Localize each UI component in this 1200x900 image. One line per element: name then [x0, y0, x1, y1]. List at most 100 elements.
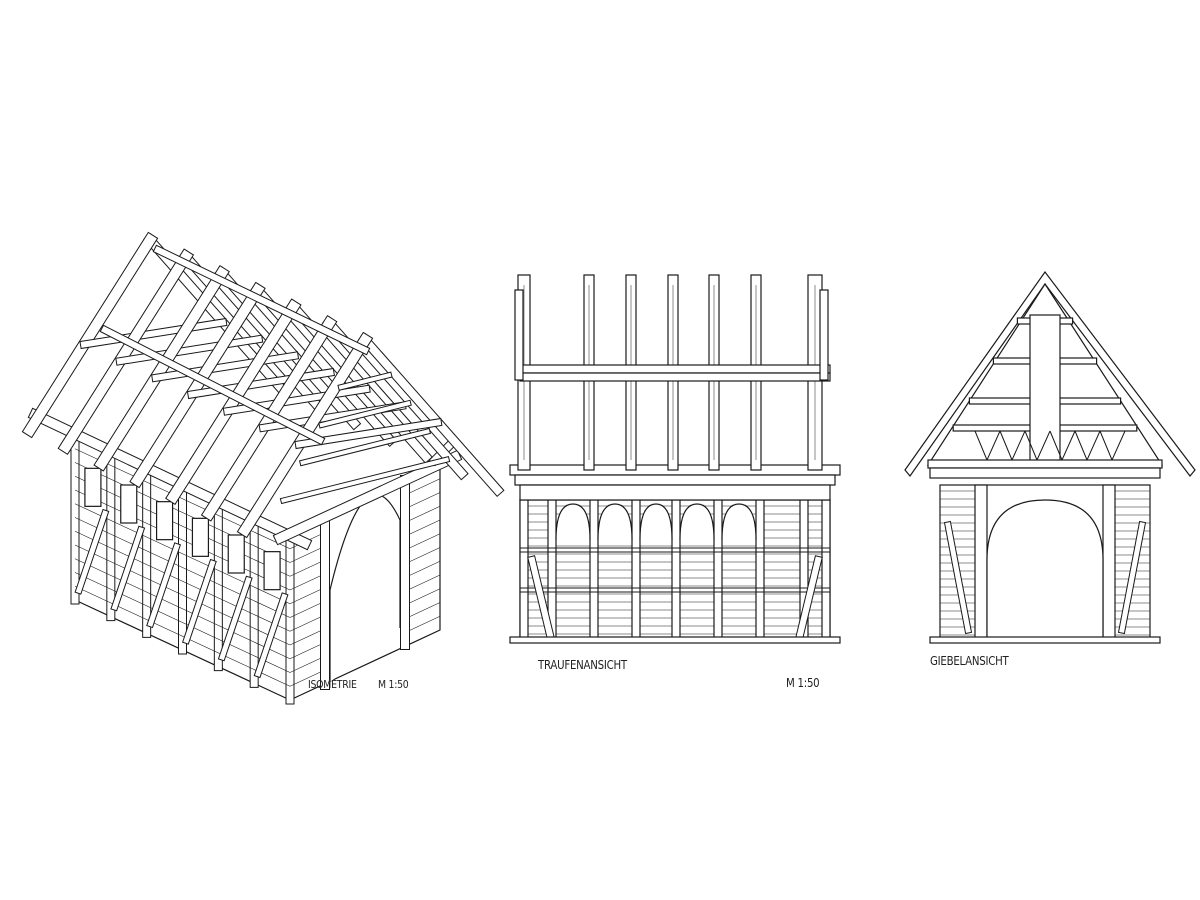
gable-elevation-view — [904, 270, 1196, 644]
rafter-left-fill — [94, 266, 229, 471]
gable-rail-fill — [319, 400, 411, 428]
window-opening — [155, 501, 174, 541]
gable-brace — [1111, 430, 1126, 461]
isometric-title: ISOMETRIE — [308, 678, 357, 691]
diagonal-brace-fill — [183, 560, 216, 644]
wall-post — [631, 499, 641, 641]
weatherboard — [409, 574, 441, 590]
gable-brace — [999, 430, 1013, 461]
king-post — [1029, 314, 1061, 466]
weatherboard — [409, 478, 441, 494]
collar-beam-fill — [116, 335, 263, 365]
weatherboard — [409, 615, 441, 631]
gable-rail-fill — [300, 429, 430, 466]
rafter-left-fill — [130, 283, 265, 487]
ridge-purlin-fill — [153, 245, 370, 355]
weatherboard — [74, 448, 291, 550]
rafter-right-fill — [359, 334, 504, 496]
wall-post — [589, 499, 599, 641]
eave-elevation-title: TRAUFENANSICHT — [538, 658, 627, 672]
head-brace-arch — [721, 503, 757, 541]
diagonal-brace-fill — [796, 556, 822, 639]
wall-post — [671, 499, 681, 641]
weatherboard — [74, 489, 291, 591]
weatherboard — [74, 558, 291, 660]
window-opening — [191, 517, 210, 557]
weatherboard — [289, 630, 321, 646]
weatherboard — [409, 533, 441, 549]
collar-beam — [519, 364, 831, 374]
weatherboard — [289, 671, 321, 687]
gate-arch-opening — [986, 499, 1104, 641]
gable-brace — [1049, 430, 1063, 461]
diagonal-brace-fill — [147, 543, 180, 627]
weatherboard — [409, 560, 441, 576]
weatherboard — [74, 475, 291, 577]
collar-beam-fill — [80, 319, 227, 348]
diagonal-brace-fill — [254, 593, 288, 677]
head-brace-arch — [555, 503, 591, 541]
weatherboard — [289, 616, 321, 632]
head-beam — [519, 484, 831, 501]
weatherboard — [74, 544, 291, 646]
weatherboard — [74, 503, 291, 605]
gable-brace — [1086, 430, 1101, 461]
weatherboard — [74, 572, 291, 673]
wall-plate — [514, 474, 836, 486]
rafter-left-fill — [58, 249, 193, 454]
wall-post — [519, 499, 529, 641]
tie-beam — [927, 459, 1163, 469]
eave-plate-fill — [29, 409, 311, 549]
diagonal-brace-fill — [1119, 522, 1145, 633]
gable-brace — [1074, 430, 1088, 461]
gable-brace — [986, 430, 1001, 461]
head-brace-arch — [639, 503, 673, 541]
gable-brace — [1036, 430, 1051, 461]
isometric-view — [21, 231, 505, 705]
gable-rail-fill — [338, 372, 392, 390]
window-opening — [84, 467, 102, 507]
rafter-left-fill — [23, 233, 157, 437]
gable-brace — [1061, 430, 1076, 461]
weatherboard — [74, 530, 291, 632]
diagonal-brace-fill — [111, 526, 144, 611]
wall-post — [713, 499, 723, 641]
diagonal-brace-fill — [528, 556, 554, 639]
head-brace-arch — [679, 503, 715, 541]
wall-post — [755, 499, 765, 641]
eave-elevation-view — [509, 274, 841, 644]
isometric-scale: M 1:50 — [378, 678, 409, 691]
gable-brace — [1099, 430, 1113, 461]
diagonal-brace-fill — [945, 522, 971, 633]
weatherboard — [74, 462, 291, 563]
wall-post — [821, 499, 831, 641]
sill-beam — [929, 636, 1161, 644]
weatherboard — [289, 589, 321, 605]
gable-brace — [974, 430, 988, 461]
rafter-right-fill — [323, 317, 468, 479]
rafter-left-fill — [166, 299, 301, 504]
gate-post — [1102, 484, 1116, 641]
diagonal-brace-fill — [75, 510, 109, 594]
weatherboard — [289, 644, 321, 660]
wall-plate — [929, 467, 1161, 479]
weatherboard — [289, 603, 321, 618]
tie-beam-fill — [274, 451, 461, 544]
weatherboard — [289, 575, 321, 591]
head-brace-arch — [597, 503, 633, 541]
window-opening — [227, 534, 245, 574]
weatherboard — [74, 585, 291, 687]
gable-brace — [1011, 430, 1026, 461]
gable-rail-fill — [280, 457, 450, 503]
gable-elevation-title: GIEBELANSICHT — [930, 654, 1009, 668]
weatherboard — [409, 547, 441, 562]
gate-post — [974, 484, 988, 641]
purlin-fill — [100, 325, 325, 445]
weatherboard — [409, 519, 441, 535]
window-opening — [120, 484, 138, 524]
weatherboard — [409, 492, 441, 507]
end-rafter — [819, 289, 829, 381]
weatherboard — [289, 561, 321, 577]
